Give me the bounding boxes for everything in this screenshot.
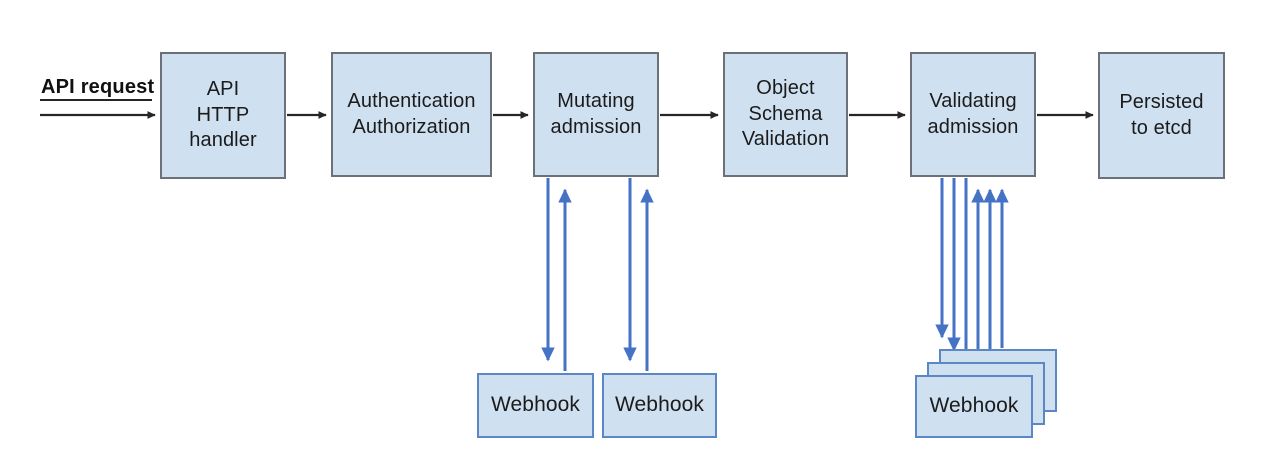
node-authentication-authorization[interactable]: Authentication Authorization (331, 52, 492, 177)
node-persisted-to-etcd[interactable]: Persisted to etcd (1098, 52, 1225, 179)
node-api-http-handler[interactable]: API HTTP handler (160, 52, 286, 179)
node-api-http-handler-label: API HTTP handler (189, 78, 257, 152)
node-mutating-webhook-1[interactable]: Webhook (477, 373, 594, 438)
node-object-schema-validation[interactable]: Object Schema Validation (723, 52, 848, 177)
node-validating-webhook-front-label: Webhook (929, 394, 1019, 418)
node-mutating-webhook-1-label: Webhook (490, 393, 581, 417)
node-authentication-authorization-label: Authentication Authorization (347, 90, 476, 138)
node-persisted-to-etcd-label: Persisted to etcd (1119, 91, 1204, 139)
node-validating-admission-label: Validating admission (927, 90, 1019, 138)
api-request-label: API request (41, 76, 155, 98)
node-mutating-webhook-2-label: Webhook (614, 393, 705, 417)
node-mutating-admission-label: Mutating admission (550, 90, 642, 138)
node-mutating-webhook-2[interactable]: Webhook (602, 373, 717, 438)
node-object-schema-validation-label: Object Schema Validation (741, 77, 830, 151)
mutating-webhook-arrows (541, 178, 654, 371)
validating-webhook-arrows (935, 178, 1009, 372)
node-validating-webhook-front[interactable]: Webhook (915, 375, 1033, 438)
node-mutating-admission[interactable]: Mutating admission (533, 52, 659, 177)
node-validating-admission[interactable]: Validating admission (910, 52, 1036, 177)
